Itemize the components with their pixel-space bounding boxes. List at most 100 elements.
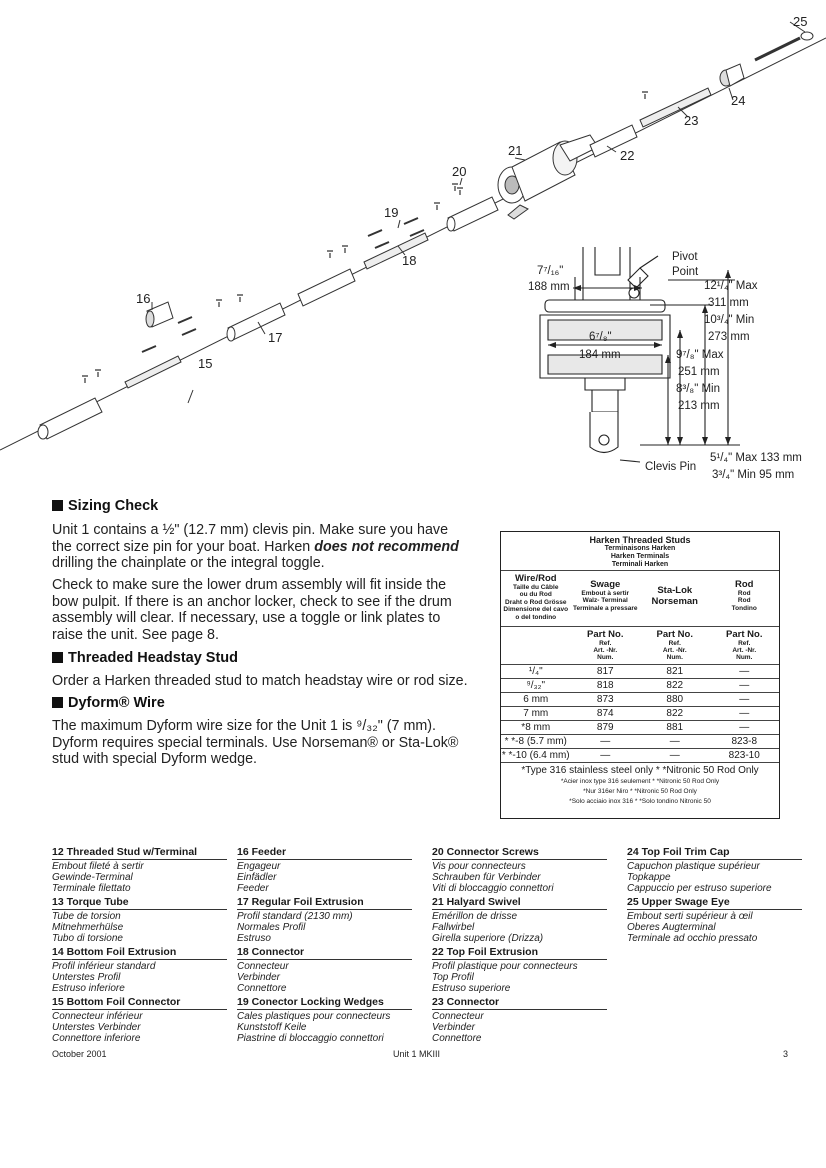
dyform-heading: Dyform® Wire: [52, 695, 165, 711]
part-translation: Estruso inferiore: [52, 983, 125, 994]
point-label: Point: [672, 266, 699, 278]
table-cell: 822: [640, 706, 710, 721]
dim-8-min: 8³/₈" Min: [676, 383, 720, 395]
footnote-de: *Nur 316er Niro * *Nitronic 50 Rod Only: [583, 787, 697, 795]
table-cell: 880: [640, 692, 710, 707]
connector-screws-part: [446, 196, 499, 232]
footer-date: October 2001: [52, 1049, 107, 1059]
table-cell: ⁹/₃₂": [501, 678, 571, 693]
table-title: Harken Threaded Studs: [589, 534, 691, 545]
table-cell: 879: [570, 720, 640, 735]
dim-7-7-16: 7⁷/₁₆": [537, 265, 564, 277]
dim-9-max: 9⁷/₈" Max: [676, 349, 724, 361]
part-translation: Cappuccio per estruso superiore: [627, 883, 772, 894]
dim-273mm: 273 mm: [708, 331, 750, 343]
part-callout-22: 22: [620, 148, 635, 163]
part-translation: Vis pour connecteurs: [432, 861, 526, 872]
part-title: 21 Halyard Swivel: [432, 896, 607, 910]
part-translation: Emérillon de drisse: [432, 911, 518, 922]
col-rod: Rod: [735, 578, 754, 590]
table-title-fr: Terminaisons Harken: [604, 544, 676, 552]
part-translation: Piastrine di bloccaggio connettori: [237, 1033, 384, 1044]
part-title: 20 Connector Screws: [432, 846, 607, 860]
table-cell: 881: [640, 720, 710, 735]
threaded-stud-paragraph: Order a Harken threaded stud to match he…: [52, 673, 468, 689]
part-translation: Embout fileté à sertir: [52, 861, 144, 872]
part-translation: Connettore inferiore: [52, 1033, 141, 1044]
part-callout-16: 16: [136, 291, 151, 306]
table-cell: 818: [570, 678, 640, 693]
table-cell: —: [570, 734, 640, 749]
sizing-check-paragraph-1: Unit 1 contains a ½" (12.7 mm) clevis pi…: [52, 522, 459, 571]
part-title: 12 Threaded Stud w/Terminal: [52, 846, 227, 860]
table-title-it: Terminali Harken: [611, 560, 669, 568]
halyard-swivel-drawing: [497, 134, 599, 220]
square-bullet-icon: [52, 697, 63, 708]
part-translation: Girella superiore (Drizza): [432, 933, 544, 944]
part-translation: Normales Profil: [237, 922, 306, 933]
table-title-de: Harken Terminals: [610, 552, 670, 560]
part-translation: Unterstes Profil: [52, 972, 121, 983]
threaded-studs-table: Harken Threaded Studs Terminaisons Harke…: [500, 531, 780, 819]
part-translation: Estruso: [237, 933, 271, 944]
part-translation: Connecteur: [237, 961, 289, 972]
part-translation: Unterstes Verbinder: [52, 1022, 141, 1033]
square-bullet-icon: [52, 652, 63, 663]
table-partno-row: Part No. Ref. Art. -Nr. Num. Part No. Re…: [501, 626, 779, 665]
part-callout-25: 25: [793, 14, 808, 29]
part-callout-21: 21: [508, 143, 523, 158]
regular-foil-extrusion: [226, 268, 356, 342]
part-title: 16 Feeder: [237, 846, 412, 860]
table-footnotes: *Type 316 stainless steel only * *Nitron…: [501, 762, 779, 807]
dimension-arrows: [548, 270, 731, 445]
part-translation: Tube de torsion: [52, 911, 121, 922]
part-title: 24 Top Foil Trim Cap: [627, 846, 802, 860]
square-bullet-icon: [52, 500, 63, 511]
sizing-check-paragraph-2: Check to make sure the lower drum assemb…: [52, 577, 452, 643]
part-translation: Fallwirbel: [432, 922, 475, 933]
dim-188mm: 188 mm: [528, 281, 570, 293]
threaded-stud-heading: Threaded Headstay Stud: [52, 650, 238, 666]
table-cell: 822: [640, 678, 710, 693]
exploded-assembly-diagram: 25 24 23 22 21 20 19 18 17 16 15 Pivot P…: [0, 0, 826, 490]
part-translation: Einfädler: [237, 872, 277, 883]
table-title-row: Harken Threaded Studs Terminaisons Harke…: [501, 532, 779, 571]
footnote-en: *Type 316 stainless steel only * *Nitron…: [521, 764, 759, 776]
exploded-view-drawing: [0, 21, 826, 463]
connector-part: [363, 232, 429, 270]
table-cell: 823-10: [709, 748, 779, 763]
dim-5-max: 5¹/₄" Max 133 mm: [710, 452, 802, 464]
part-translation: Profil plastique pour connecteurs: [432, 961, 578, 972]
part-translation: Connettore: [432, 1033, 482, 1044]
part-callout-18: 18: [402, 253, 417, 268]
part-callout-19: 19: [384, 205, 399, 220]
part-translation: Connettore: [237, 983, 287, 994]
part-translation: Profil inférieur standard: [52, 961, 156, 972]
table-cell: *8 mm: [501, 720, 571, 735]
part-translation: Gewinde-Terminal: [52, 872, 133, 883]
table-cell: 817: [570, 664, 640, 679]
part-title: 25 Upper Swage Eye: [627, 896, 802, 910]
upper-swage-eye: [754, 31, 814, 62]
bottom-foil-connector: [124, 355, 182, 389]
part-translation: Connecteur inférieur: [52, 1011, 143, 1022]
part-translation: Terminale filettato: [52, 883, 131, 894]
table-cell: 823-8: [709, 734, 779, 749]
table-cell: —: [640, 734, 710, 749]
table-cell: —: [709, 720, 779, 735]
part-callout-17: 17: [268, 330, 283, 345]
table-cell: 874: [570, 706, 640, 721]
part-translation: Kunststoff Keile: [237, 1022, 307, 1033]
